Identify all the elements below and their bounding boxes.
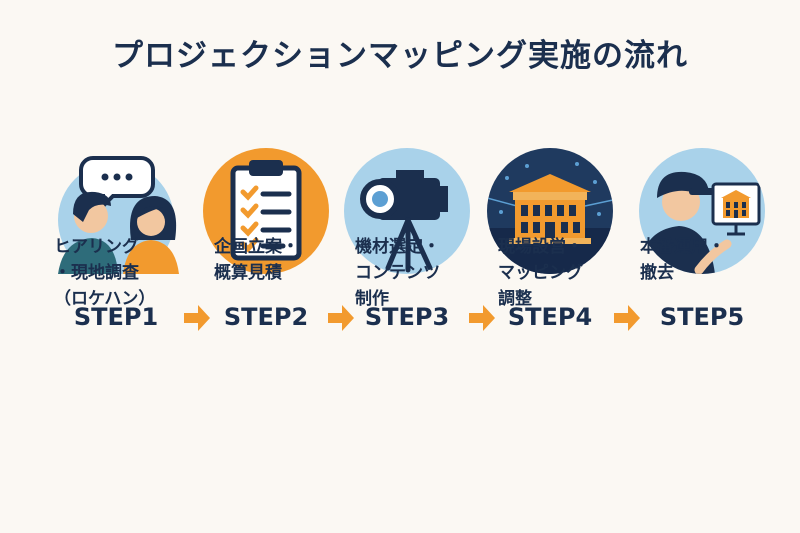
arrow-right-icon: [328, 305, 354, 331]
step-1-description: ヒアリング ・現地調査 （ロケハン）: [54, 237, 156, 309]
step-label: STEP4: [507, 303, 593, 331]
conversation-icon: [53, 148, 179, 274]
arrow-right-icon: [184, 305, 210, 331]
step-2-description: 企画立案・ 概算見積: [214, 237, 299, 283]
step-label: STEP2: [223, 303, 309, 331]
arrow-right-icon: [469, 305, 495, 331]
arrow-right-icon: [614, 305, 640, 331]
step-3-description: 機材選定・ コンテンツ 制作: [355, 237, 440, 309]
clipboard-checklist-icon: [203, 148, 329, 274]
step-label: STEP1: [73, 303, 159, 331]
step-label: STEP3: [364, 303, 450, 331]
operator-icon: [639, 148, 765, 274]
step-label: STEP5: [659, 303, 745, 331]
page-title: プロジェクションマッピング実施の流れ: [112, 38, 688, 74]
step-5-description: 本番運用・ 撤去: [640, 237, 725, 283]
step-4-description: 現場設営・ マッピング 調整: [498, 237, 583, 309]
video-camera-icon: [344, 148, 470, 274]
